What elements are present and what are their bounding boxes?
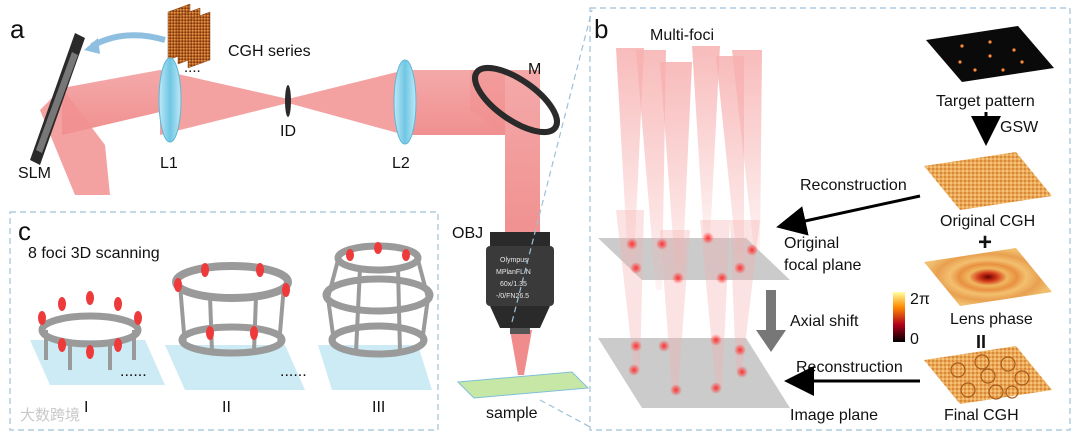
objective-text-1: Olympus	[500, 257, 528, 264]
watermark: 大数跨境	[20, 406, 80, 424]
final-cgh-image	[924, 346, 1052, 404]
zoom-line-bottom	[539, 399, 593, 429]
panel-a: a SLM .... CGH series L1 ID	[10, 3, 593, 429]
colorbar-min-label: 0	[910, 331, 919, 348]
panel-c-border	[9, 211, 439, 431]
scan-stage-2	[165, 262, 305, 390]
panel-a-label: a	[10, 14, 25, 44]
panel-b: b Multi-foci	[589, 7, 1071, 431]
final-cgh-label: Final CGH	[944, 407, 1019, 424]
sample-label: sample	[486, 405, 538, 422]
axial-shift-label: Axial shift	[790, 313, 859, 330]
target-pattern-image	[926, 26, 1054, 82]
l2-label: L2	[392, 155, 410, 172]
l1-label: L1	[160, 155, 178, 172]
lens-l2	[393, 59, 417, 145]
id-label: ID	[280, 123, 296, 140]
final-cgh-rings	[950, 354, 1030, 400]
cgh-series-stack	[167, 3, 211, 69]
axial-shift-arrow-body	[766, 290, 776, 332]
scan-stage-3	[318, 242, 434, 390]
colorbar-max-label: 2π	[910, 291, 930, 308]
lens-phase-image	[924, 248, 1052, 306]
cgh-load-arrow	[90, 32, 166, 49]
target-pattern-dots	[958, 40, 1024, 72]
reconstruction-label-2: Reconstruction	[796, 359, 903, 376]
target-pattern-label: Target pattern	[936, 93, 1035, 110]
image-plane-label: Image plane	[790, 407, 878, 424]
foci-points-image	[628, 334, 748, 396]
gsw-label: GSW	[1000, 119, 1039, 136]
panel-b-label: b	[594, 14, 608, 44]
image-plane-shape	[598, 338, 790, 408]
objective-lens	[486, 232, 554, 334]
lens-l1	[158, 57, 182, 143]
original-focal-plane-label-2: focal plane	[784, 257, 861, 274]
beam-slm-l1	[62, 70, 160, 135]
scan-stage-1	[30, 291, 165, 385]
equals-sign: II	[976, 332, 986, 352]
m-label: M	[528, 61, 541, 78]
sample-slide	[456, 371, 590, 399]
panel-b-border	[589, 7, 1071, 431]
original-focal-plane-label-1: Original	[784, 235, 839, 252]
stage-label-1: I	[84, 399, 88, 416]
beam-m-obj	[470, 70, 540, 240]
stage-label-2: II	[222, 399, 231, 416]
panel-c-label: c	[18, 216, 31, 246]
axial-shift-arrowhead	[756, 330, 786, 352]
original-cgh-label: Original CGH	[940, 213, 1035, 230]
colorbar	[893, 292, 905, 342]
plus-sign: +	[978, 229, 992, 256]
iris-diaphragm	[285, 85, 291, 117]
foci-points-original	[626, 232, 758, 284]
reconstruction-label-1: Reconstruction	[800, 177, 907, 194]
foci-cones	[616, 46, 762, 390]
beam-l1-id	[160, 70, 288, 135]
multi-foci-label: Multi-foci	[650, 27, 714, 44]
panel-c-title: 8 foci 3D scanning	[28, 245, 160, 262]
slm-device	[30, 33, 85, 165]
beam-focus	[510, 330, 532, 375]
objective-text-3: 60x/1.35	[500, 281, 527, 288]
slm-label: SLM	[18, 165, 51, 182]
mirror-m	[472, 64, 560, 136]
dots-1: ......	[120, 363, 147, 380]
objective-text-2: MPlanFL N	[496, 269, 531, 276]
obj-label: OBJ	[452, 225, 483, 242]
lens-phase-label: Lens phase	[950, 311, 1033, 328]
cgh-dots: ....	[184, 59, 201, 76]
dots-2: ......	[280, 363, 307, 380]
cgh-series-label: CGH series	[228, 43, 311, 60]
stage-label-3: III	[372, 399, 385, 416]
reconstruction-arrow-1	[776, 194, 921, 236]
zoom-line-top	[511, 9, 593, 323]
original-cgh-image	[924, 152, 1052, 210]
beam-id-l2	[288, 70, 405, 135]
panel-c: c 8 foci 3D scanning ...... I	[9, 211, 439, 431]
objective-text-4: -/0/FN26.5	[496, 293, 529, 300]
cgh-load-arrowhead	[84, 38, 100, 54]
